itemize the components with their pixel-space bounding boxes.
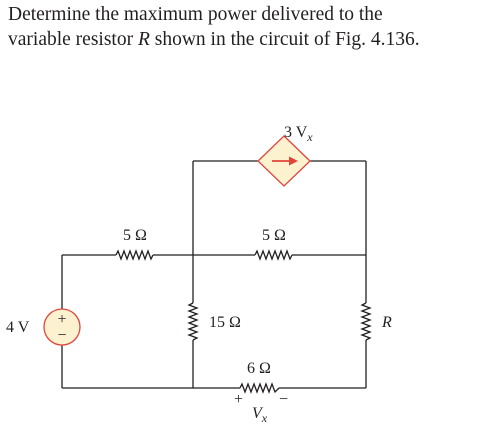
resistor-variable-r (360, 302, 372, 341)
wires (61, 160, 367, 389)
resistor-right-top (254, 249, 293, 261)
label-r-middle: 15 Ω (209, 314, 241, 331)
problem-line-2: variable resistor R shown in the circuit… (8, 27, 473, 52)
voltage-source-minus: − (57, 327, 66, 344)
label-vx-plus: + (234, 391, 243, 408)
resistor-bottom (239, 382, 280, 394)
label-vx-v: V (252, 405, 264, 422)
voltage-source-circle (43, 308, 81, 346)
voltage-source: + − (43, 308, 81, 346)
voltage-source-plus: + (57, 311, 66, 328)
label-vx: Vx (252, 405, 268, 425)
dependent-current-source (257, 135, 311, 187)
label-r-left-top: 5 Ω (123, 227, 147, 244)
label-dependent-sub: x (306, 130, 313, 144)
label-dependent-coef: 3 V (284, 124, 308, 141)
problem-line-2-end: shown in the circuit of Fig. 4.136. (149, 29, 420, 50)
label-r-variable: R (381, 314, 392, 331)
problem-line-2-start: variable resistor (8, 29, 138, 50)
problem-line-1: Determine the maximum power delivered to… (8, 4, 383, 25)
resistor-left-top (115, 249, 154, 261)
label-vx-sub: x (261, 411, 268, 425)
label-vx-minus: − (279, 391, 288, 408)
arrow-head-icon (289, 156, 298, 166)
variable-r: R (137, 29, 150, 50)
problem-statement: Determine the maximum power delivered to… (8, 2, 473, 52)
resistor-middle-vertical (187, 302, 199, 341)
label-voltage-source: 4 V (6, 319, 30, 336)
label-dependent-source: 3 Vx (284, 124, 313, 144)
label-r-bottom: 6 Ω (247, 360, 271, 377)
label-r-right-top: 5 Ω (262, 227, 286, 244)
